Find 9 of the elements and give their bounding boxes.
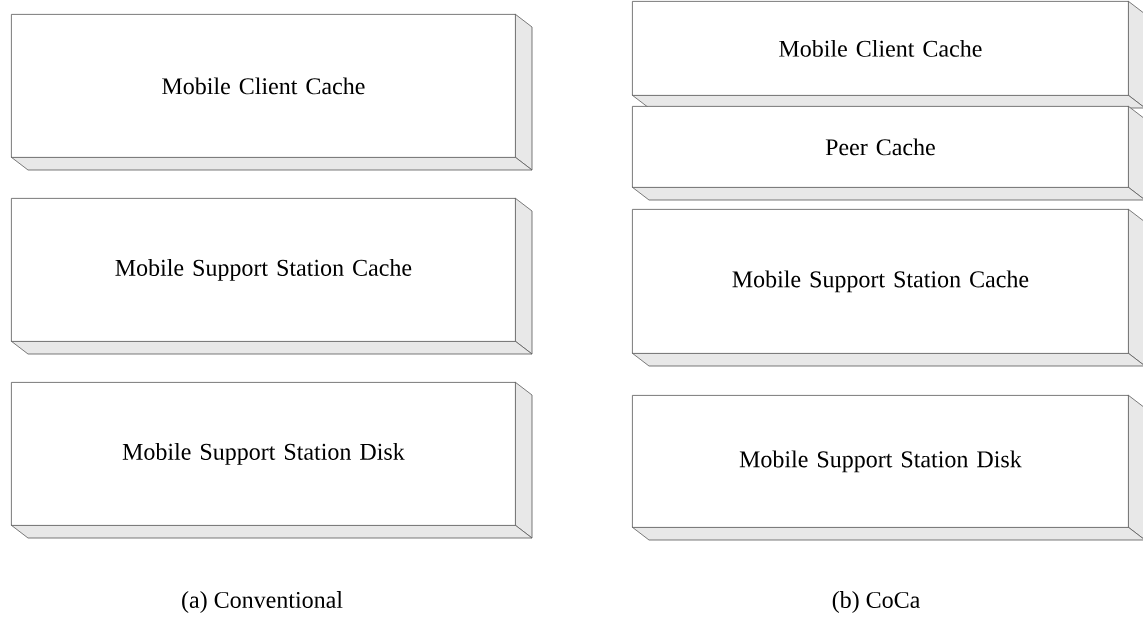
box-3d: Mobile Support Station Cache [631,208,1143,367]
box-3d: Mobile Client Cache [10,13,533,171]
box-3d: Mobile Support Station Disk [631,394,1143,541]
caption: (b) CoCa [832,591,920,613]
box-3d: Mobile Client Cache [631,0,1143,109]
box-3d: Mobile Support Station Disk [10,381,533,539]
box-3d: Peer Cache [631,105,1143,201]
box-3d: Mobile Support Station Cache [10,197,533,355]
caption: (a) Conventional [182,591,343,613]
